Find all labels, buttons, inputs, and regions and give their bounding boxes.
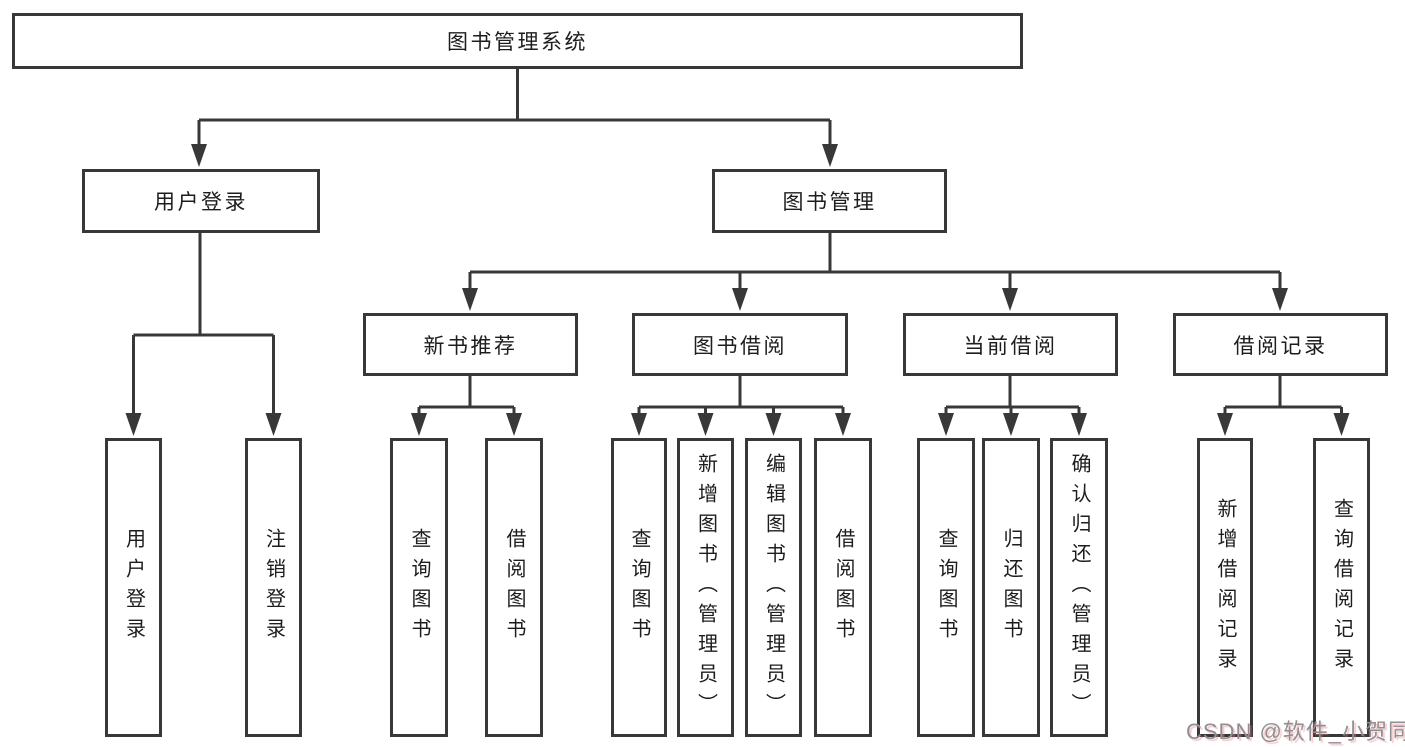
node-new-book-recommend-label: 新书推荐 [423, 334, 518, 358]
leaf-add-books-admin-label: 新增图书（管理员） [694, 452, 717, 723]
leaf-borrow-books-recommend: 借阅图书 [485, 438, 543, 737]
leaf-logout: 注销登录 [245, 438, 302, 737]
leaf-confirm-return-admin-label: 确认归还（管理员） [1068, 452, 1090, 723]
leaf-logout-label: 注销登录 [262, 527, 285, 648]
leaf-query-borrow-record: 查询借阅记录 [1313, 438, 1370, 737]
leaf-query-books-borrowing-label: 查询图书 [628, 527, 650, 648]
leaf-borrow-books: 借阅图书 [814, 438, 872, 737]
arrowhead [265, 413, 282, 436]
arrowhead [1272, 288, 1288, 311]
leaf-edit-books-admin: 编辑图书（管理员） [745, 438, 802, 737]
leaf-query-borrow-record-label: 查询借阅记录 [1330, 497, 1353, 678]
leaf-borrow-books-label: 借阅图书 [832, 527, 854, 648]
node-book-borrowing: 图书借阅 [632, 313, 848, 376]
arrowhead [1002, 288, 1018, 311]
node-new-book-recommend: 新书推荐 [363, 313, 578, 376]
arrowhead [732, 288, 748, 311]
node-user-login-label: 用户登录 [154, 191, 248, 214]
node-borrow-records-label: 借阅记录 [1233, 334, 1328, 358]
arrowhead [1003, 413, 1019, 436]
leaf-return-books-label: 归还图书 [1000, 527, 1022, 648]
leaf-query-books-current-label: 查询图书 [935, 527, 957, 648]
leaf-add-books-admin: 新增图书（管理员） [677, 438, 734, 737]
arrowhead [125, 413, 142, 436]
leaf-confirm-return-admin: 确认归还（管理员） [1050, 438, 1108, 737]
arrowheads [125, 144, 1350, 436]
leaf-add-borrow-record: 新增借阅记录 [1197, 438, 1253, 737]
arrowhead [765, 413, 782, 436]
node-user-login: 用户登录 [82, 169, 320, 233]
node-current-borrowing-label: 当前借阅 [963, 334, 1058, 358]
arrowhead [506, 413, 522, 436]
node-current-borrowing: 当前借阅 [903, 313, 1118, 376]
leaf-return-books: 归还图书 [982, 438, 1040, 737]
leaf-user-login: 用户登录 [105, 438, 162, 737]
arrowhead [411, 413, 427, 436]
leaf-query-books-recommend-label: 查询图书 [408, 527, 430, 648]
arrowhead [1333, 413, 1350, 436]
node-root-label: 图书管理系统 [447, 31, 588, 54]
arrowhead [835, 413, 851, 436]
arrowhead [697, 413, 714, 436]
arrowhead [462, 288, 478, 311]
leaf-query-books-borrowing: 查询图书 [611, 438, 667, 737]
arrowhead [191, 144, 207, 167]
leaf-user-login-label: 用户登录 [122, 527, 145, 648]
node-book-borrowing-label: 图书借阅 [693, 334, 787, 358]
leaf-edit-books-admin-label: 编辑图书（管理员） [762, 452, 785, 723]
node-borrow-records: 借阅记录 [1173, 313, 1388, 376]
node-root: 图书管理系统 [12, 13, 1023, 69]
csdn-watermark: CSDN @软件_小贺同学 [1186, 719, 1405, 744]
leaf-query-books-current: 查询图书 [917, 438, 975, 737]
arrowhead [822, 144, 838, 167]
node-book-management: 图书管理 [712, 169, 947, 233]
node-book-management-label: 图书管理 [782, 191, 877, 214]
leaf-add-borrow-record-label: 新增借阅记录 [1214, 497, 1236, 678]
leaf-borrow-books-recommend-label: 借阅图书 [503, 527, 525, 648]
connector-path [132, 69, 1343, 416]
arrowhead [631, 413, 647, 436]
leaf-query-books-recommend: 查询图书 [390, 438, 448, 737]
arrowhead [938, 413, 954, 436]
arrowhead [1217, 413, 1233, 436]
arrowhead [1071, 413, 1087, 436]
